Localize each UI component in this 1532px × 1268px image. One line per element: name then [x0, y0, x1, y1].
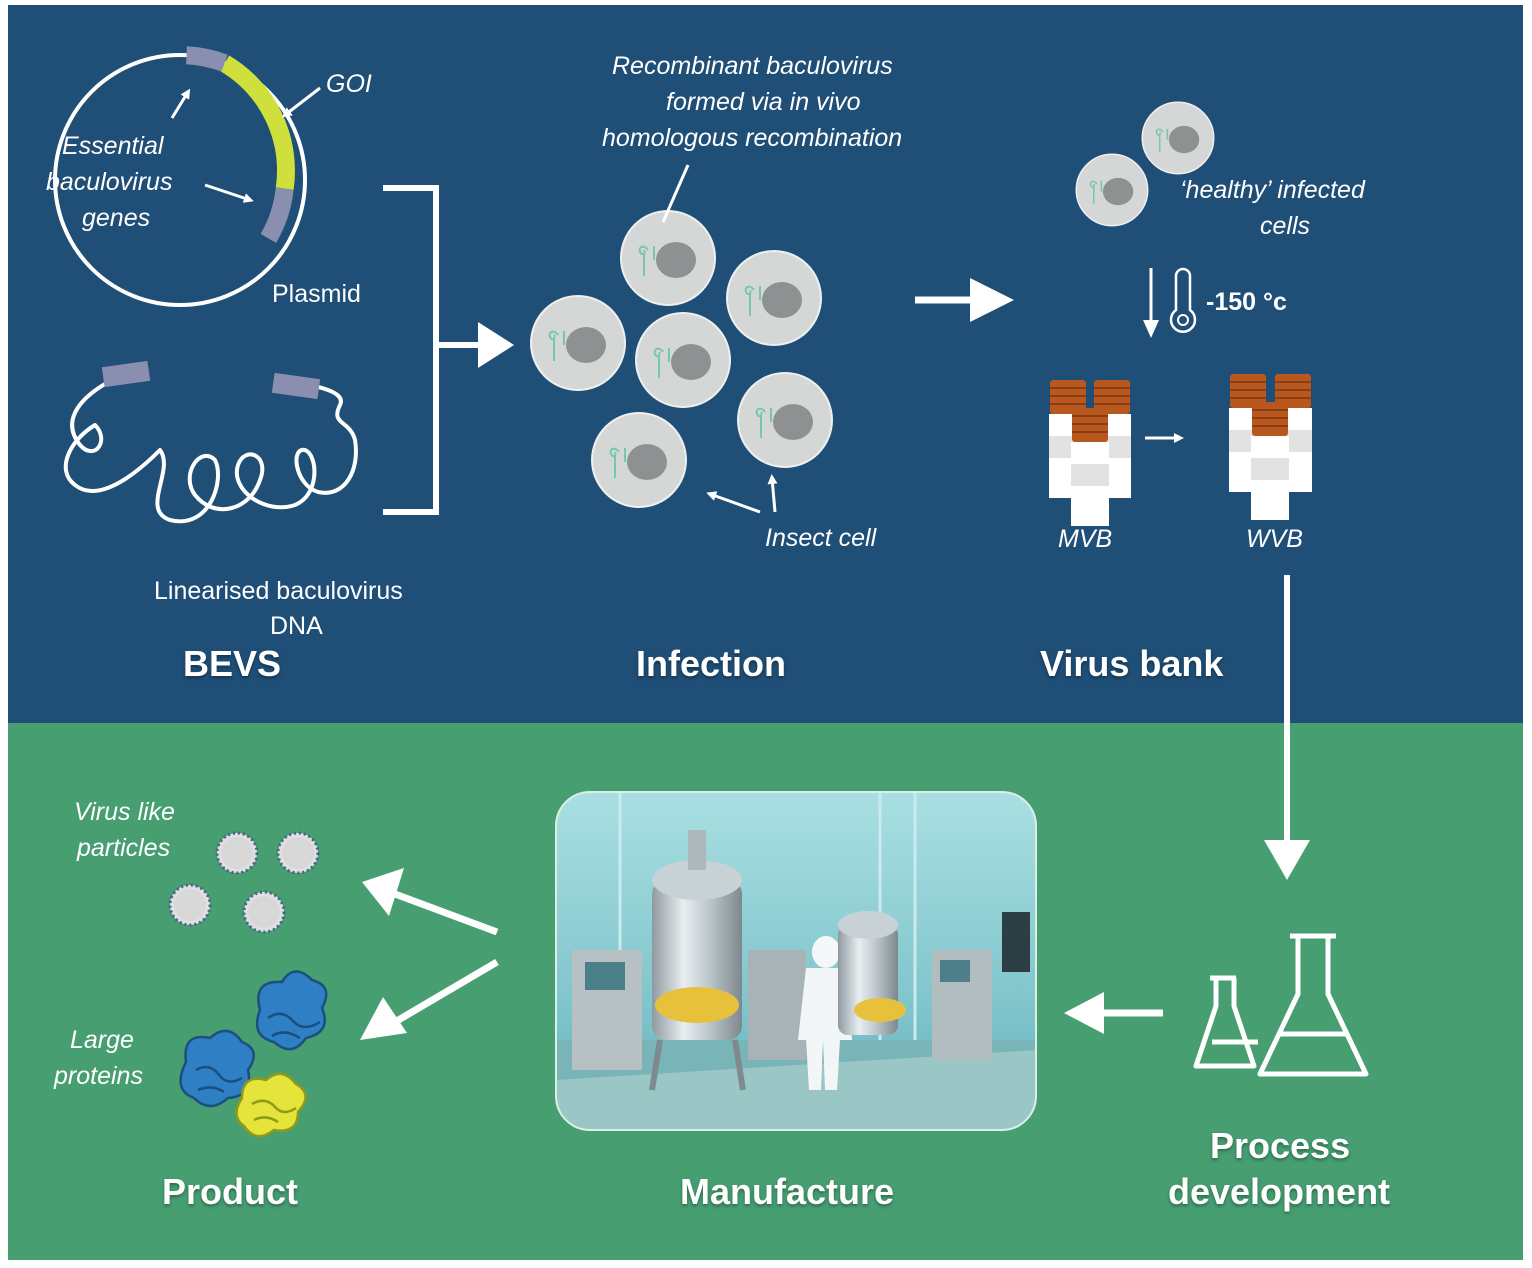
vlp-label-line1: Virus like [74, 798, 175, 826]
recombinant-label-line2: formed via in vivo [666, 88, 861, 116]
goi-label: GOI [326, 70, 372, 98]
recombinant-label-line3: homologous recombination [602, 124, 903, 152]
product-heading: Product [162, 1171, 299, 1212]
large-proteins [179, 970, 328, 1108]
arrow-to-virus-bank [915, 278, 1014, 322]
arrow-to-process-development [1264, 575, 1310, 880]
linear-dna-diagram [63, 360, 358, 524]
dna-gene-left [101, 360, 151, 388]
large-proteins-label-line2: proteins [54, 1062, 143, 1090]
large-proteins-label-line1: Large [70, 1026, 134, 1054]
process-heading-line1: Process [1210, 1125, 1351, 1166]
essential-genes-label-line1: Essential [62, 132, 164, 160]
arrow-to-manufacture [1064, 992, 1163, 1034]
large-protein-yellow [235, 1072, 307, 1138]
manufacture-heading: Manufacture [680, 1171, 895, 1212]
goi-segment [219, 55, 295, 190]
essential-genes-label-line2: baculovirus [46, 168, 173, 196]
bioreactor-photo [556, 792, 1036, 1130]
gene-segment-top [185, 46, 228, 72]
essential-genes-label-line3: genes [82, 204, 151, 232]
thermometer-icon [1169, 267, 1197, 333]
photo-frame [555, 791, 1037, 1131]
bevs-heading: BEVS [183, 643, 282, 684]
healthy-cells-label-line1: ‘healthy’ infected [1180, 176, 1365, 204]
plasmid-diagram [53, 46, 321, 307]
insect-cell-label: Insect cell [765, 524, 877, 552]
healthy-cells-label-line2: cells [1260, 212, 1311, 240]
process-heading-line2: development [1168, 1171, 1391, 1212]
dna-gene-right [271, 372, 321, 400]
wvb-label: WVB [1246, 525, 1303, 553]
top-panel-background [8, 5, 1523, 723]
recombinant-label-line1: Recombinant baculovirus [612, 52, 893, 80]
flask-icon [1193, 933, 1369, 1077]
linear-dna-label-line1: Linearised baculovirus [154, 577, 403, 605]
vlp-label-line2: particles [77, 834, 171, 862]
linear-dna-label-line2: DNA [270, 612, 323, 640]
mvb-label: MVB [1058, 525, 1113, 553]
infection-heading: Infection [636, 643, 786, 684]
virus-bank-heading: Virus bank [1040, 643, 1224, 684]
temperature-label: -150 °c [1206, 288, 1287, 316]
bevs-bracket [383, 185, 514, 515]
arrows-to-product [360, 868, 499, 1040]
plasmid-label: Plasmid [272, 280, 361, 308]
insect-cells [530, 164, 833, 514]
gene-segment-right [260, 187, 294, 243]
freeze-indicator [1143, 267, 1197, 338]
